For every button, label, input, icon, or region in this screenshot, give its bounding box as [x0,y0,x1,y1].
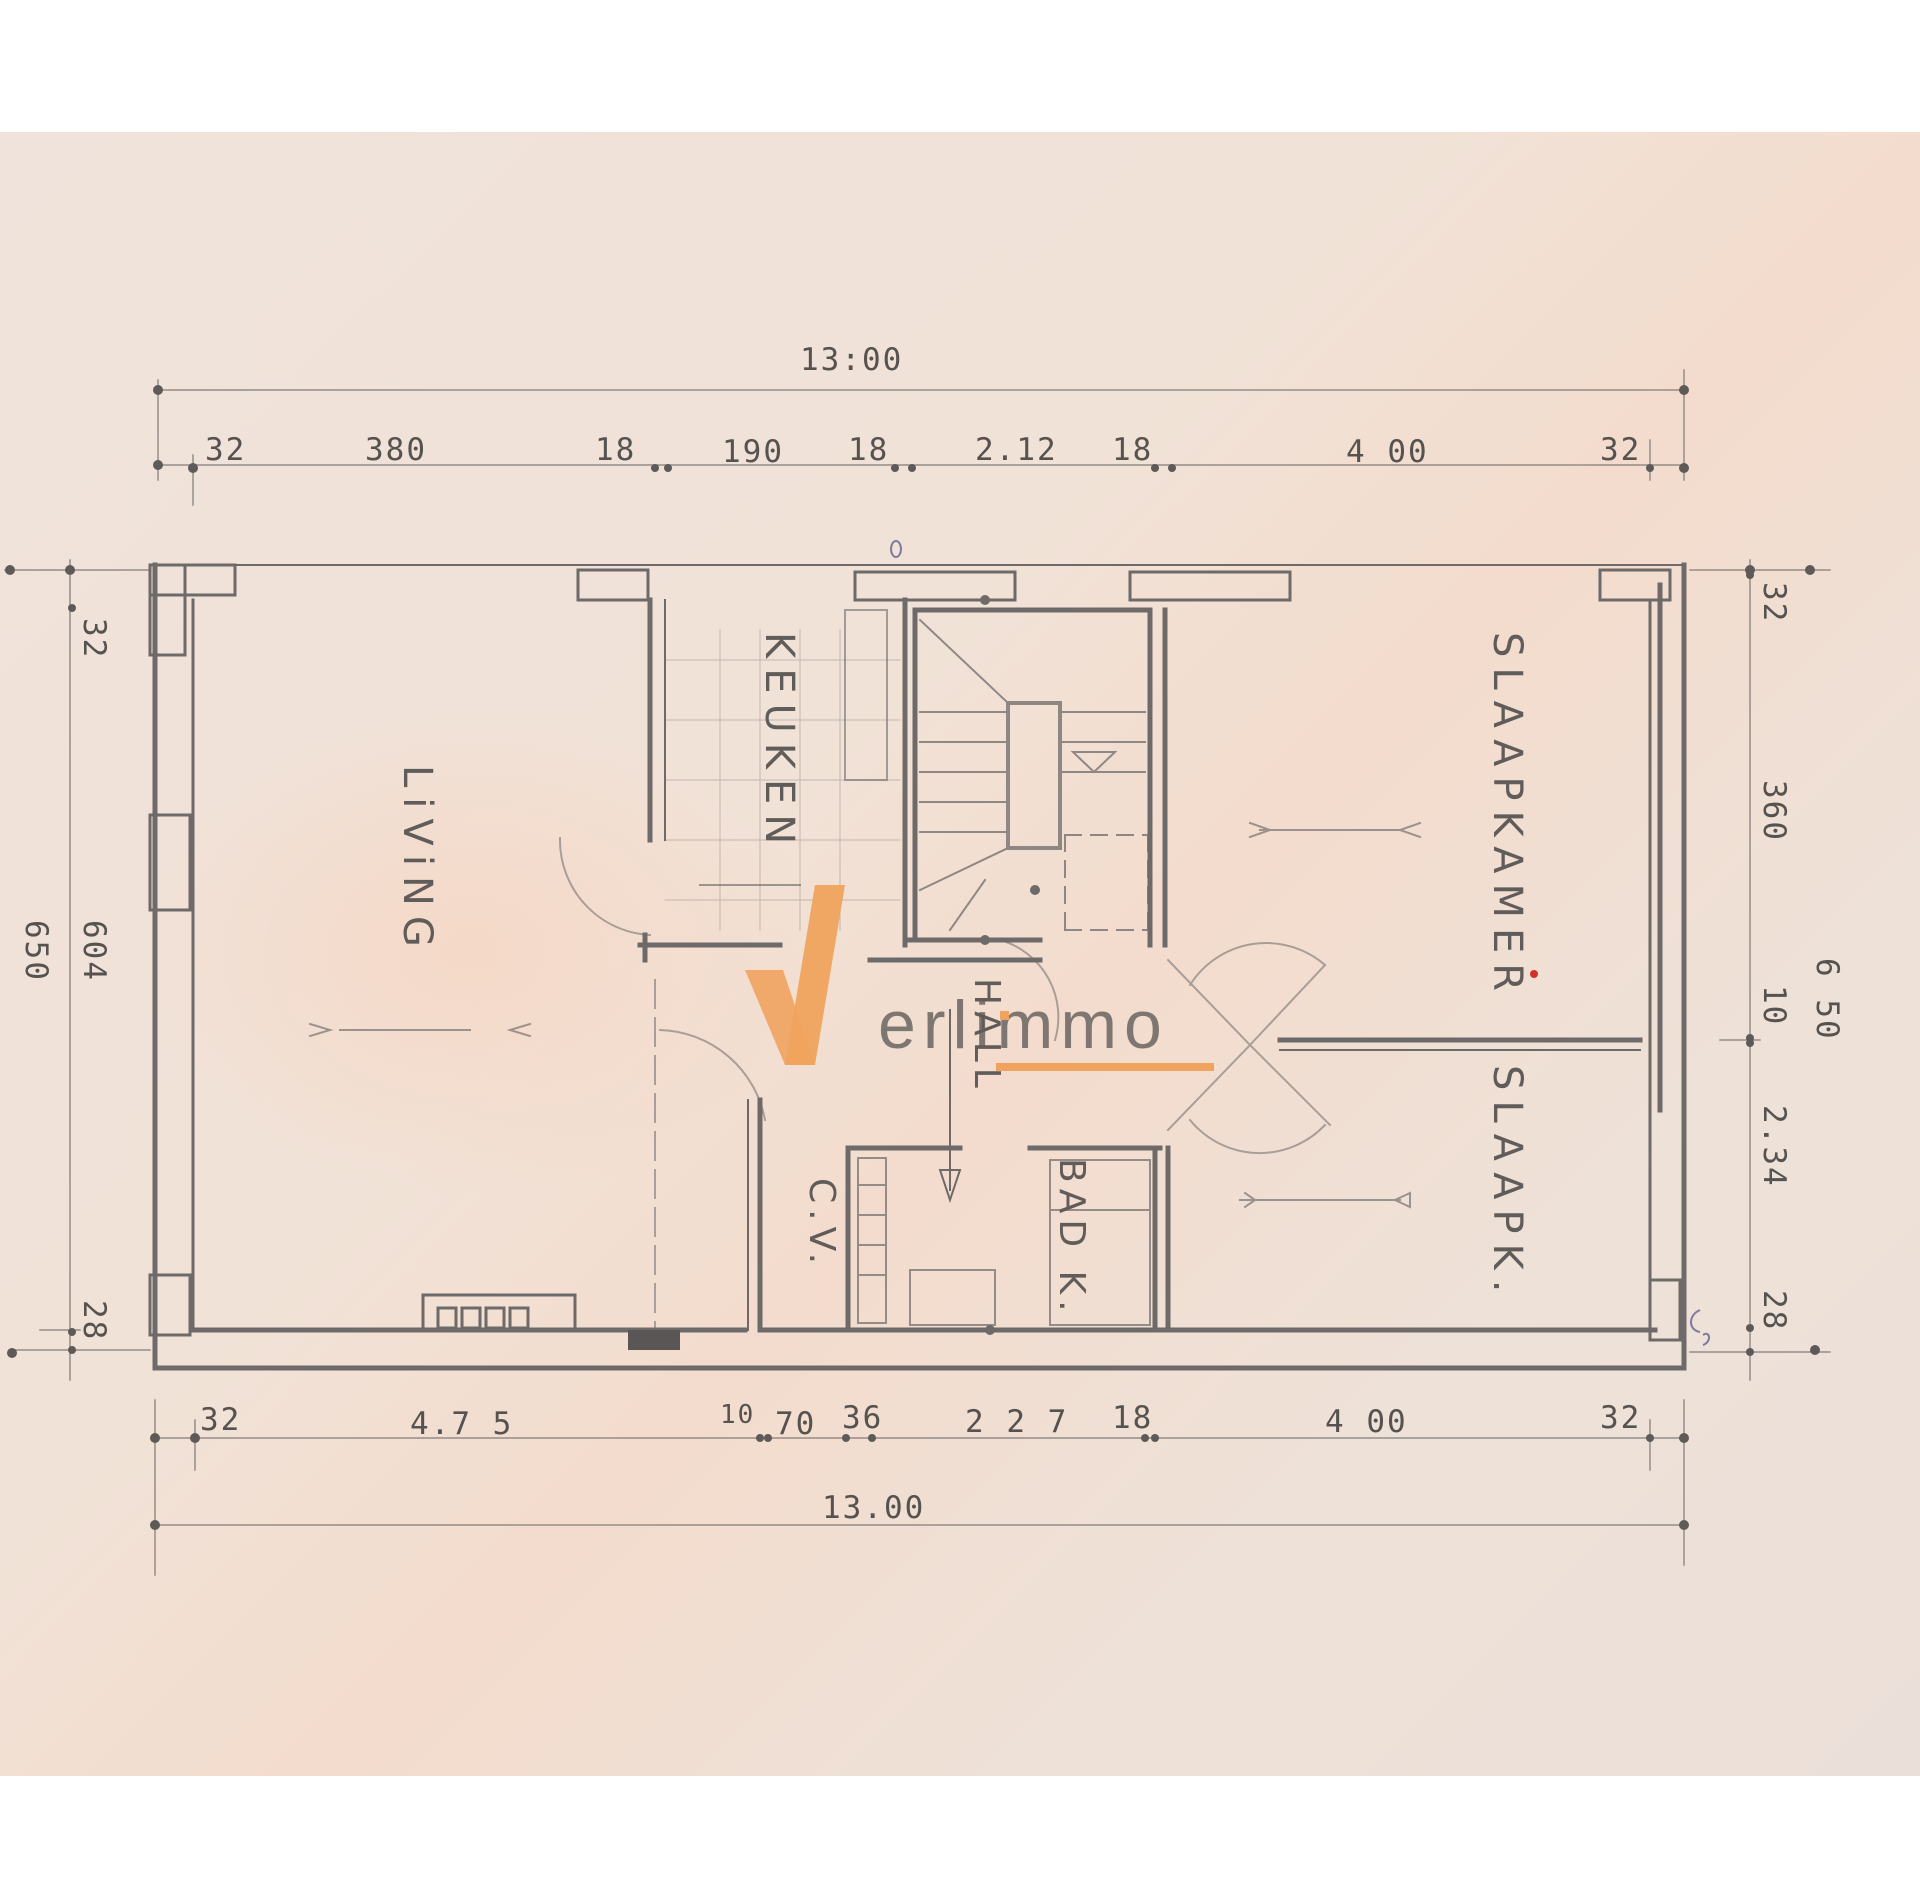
dim-top: 32 [1600,432,1642,468]
room-label-slaapk: SLAAPK. [1484,1065,1530,1303]
chimney-block [628,1330,680,1350]
bottom-dimension-lines [154,1399,1686,1576]
room-label-slaapkamer: SLAAPKAMER [1484,632,1530,1002]
staircase [918,618,1149,932]
interior-walls [637,597,1658,1333]
dim-top: 18 [1112,432,1154,468]
dim-top: 2.12 [975,432,1058,468]
dim-bottom-total: 13.00 [822,1490,926,1526]
dim-top: 32 [205,432,247,468]
handwritten-annotations [890,540,1710,1346]
logo-wordmark: erlimmo [878,987,1169,1063]
dim-bottom: 32 [200,1402,242,1438]
dim-left: 650 [18,920,54,982]
window-piers [148,563,1682,1342]
exterior-walls [152,562,1687,1371]
dim-left: 28 [76,1300,112,1342]
bathroom-fixtures [857,1157,1151,1326]
red-marker-dot [1530,970,1538,978]
dim-top: 190 [722,434,784,470]
living-window-bottom [421,1293,577,1332]
room-label-hall: HALL [966,978,1007,1094]
left-dimension-lines [4,559,151,1381]
dim-top: 4 00 [1346,434,1429,470]
dim-left: 32 [76,618,112,660]
dim-bottom: 18 [1112,1400,1154,1436]
dim-bottom: 36 [842,1400,884,1436]
dim-right: 28 [1756,1290,1792,1332]
dim-right: 10 [1756,985,1792,1027]
room-label-cv: C.V. [801,1178,842,1271]
room-label-badk: BAD K. [1051,1158,1092,1318]
logo-underline [996,1063,1214,1071]
dim-right: 2.34 [1756,1105,1792,1188]
dim-bottom: 70 [775,1406,817,1442]
dim-right: 360 [1756,780,1792,842]
kitchen-counter [844,609,888,781]
room-arrows [308,821,1422,1209]
dim-bottom: 4.7 5 [410,1406,514,1442]
dim-top-total: 13:00 [800,342,904,378]
dim-right: 32 [1756,582,1792,624]
hall-arrow [938,1009,962,1204]
room-label-keuken: KEUKEN [756,632,802,855]
dim-bottom: 2 2 7 [965,1404,1069,1440]
paper-background [0,132,1920,1776]
dim-bottom: 32 [1600,1400,1642,1436]
dim-top: 18 [848,432,890,468]
dim-top: 18 [595,432,637,468]
dim-bottom: 10 [720,1400,756,1430]
door-swings [558,836,1332,1331]
logo-i-dot [1000,1011,1009,1020]
dim-top: 380 [365,432,427,468]
dim-right-total: 6 50 [1809,958,1845,1041]
dim-left: 604 [76,920,112,982]
verlimmo-logo-v-icon [745,885,845,1065]
dim-bottom: 4 00 [1325,1404,1408,1440]
room-label-living: LiViNG [394,765,440,957]
